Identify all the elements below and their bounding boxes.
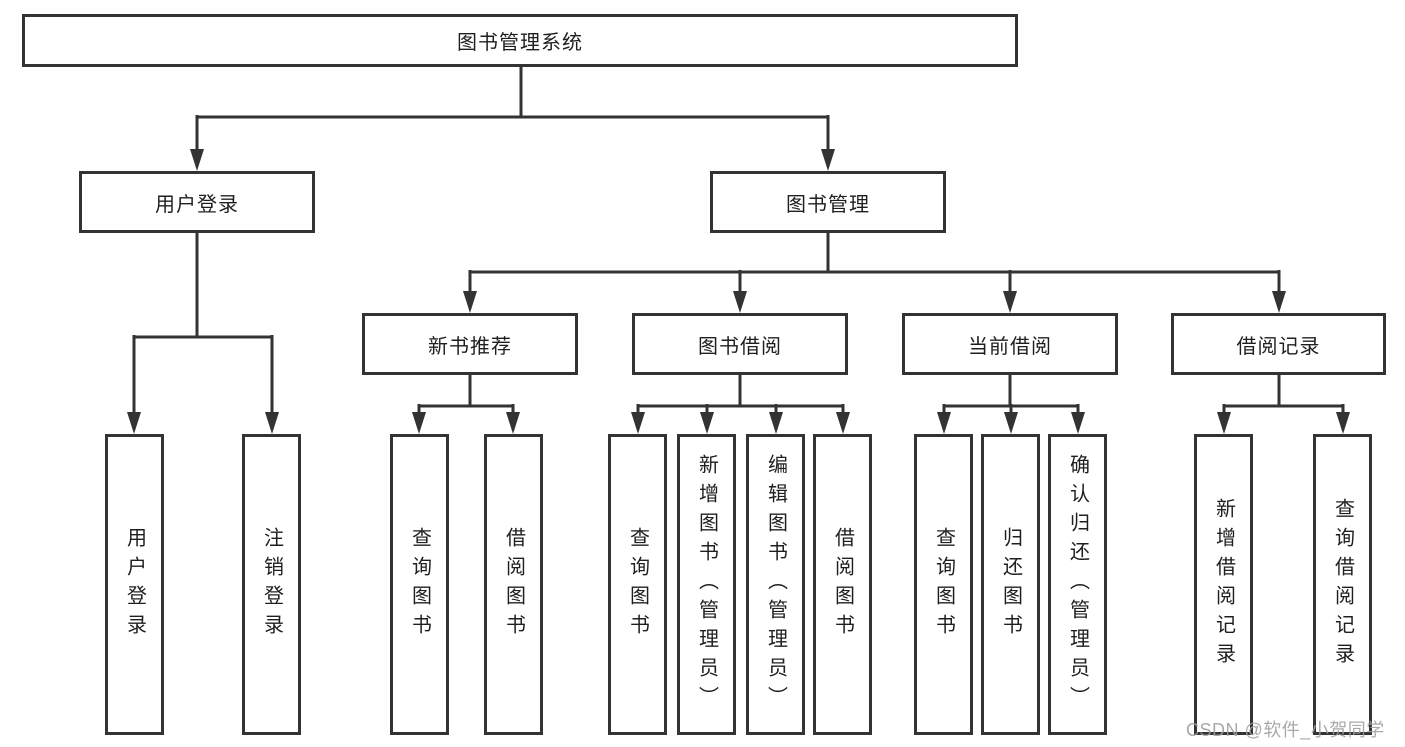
node-book-management-label: 图书管理 bbox=[786, 193, 870, 216]
node-borrow-records: 借阅记录 bbox=[1171, 313, 1386, 375]
leaf-add-borrow-record-label: 新增借阅记录 bbox=[1212, 497, 1235, 672]
leaf-logout: 注销登录 bbox=[242, 434, 301, 735]
node-book-management: 图书管理 bbox=[710, 171, 946, 233]
leaf-logout-label: 注销登录 bbox=[260, 526, 283, 643]
leaf-borrow-books-recommend: 借阅图书 bbox=[484, 434, 543, 735]
arrowheads bbox=[127, 149, 1350, 434]
leaf-confirm-return-admin-label: 确认归还（管理员） bbox=[1066, 454, 1089, 715]
leaf-query-books-current-label: 查询图书 bbox=[932, 526, 955, 643]
node-root-label: 图书管理系统 bbox=[457, 32, 583, 54]
leaf-add-books-admin-label: 新增图书（管理员） bbox=[695, 454, 718, 715]
leaf-return-books-label: 归还图书 bbox=[999, 526, 1022, 643]
leaf-edit-books-admin: 编辑图书（管理员） bbox=[746, 434, 805, 735]
node-new-book-recommend: 新书推荐 bbox=[362, 313, 578, 375]
leaf-query-books-recommend: 查询图书 bbox=[390, 434, 449, 735]
leaf-borrow-books-label: 借阅图书 bbox=[831, 526, 854, 643]
csdn-watermark: CSDN @软件_小贺同学 bbox=[1186, 720, 1385, 740]
node-current-borrow: 当前借阅 bbox=[902, 313, 1118, 375]
leaf-query-books-current: 查询图书 bbox=[914, 434, 973, 735]
leaf-user-login: 用户登录 bbox=[105, 434, 164, 735]
leaf-return-books: 归还图书 bbox=[981, 434, 1040, 735]
leaf-query-books-borrow: 查询图书 bbox=[608, 434, 667, 735]
node-user-login: 用户登录 bbox=[79, 171, 315, 233]
leaf-query-borrow-record: 查询借阅记录 bbox=[1313, 434, 1372, 735]
node-book-borrow-label: 图书借阅 bbox=[698, 335, 782, 358]
leaf-query-books-borrow-label: 查询图书 bbox=[626, 526, 649, 643]
node-current-borrow-label: 当前借阅 bbox=[968, 335, 1052, 358]
leaf-confirm-return-admin: 确认归还（管理员） bbox=[1048, 434, 1107, 735]
leaf-borrow-books: 借阅图书 bbox=[813, 434, 872, 735]
leaf-edit-books-admin-label: 编辑图书（管理员） bbox=[764, 454, 787, 715]
leaf-borrow-books-recommend-label: 借阅图书 bbox=[502, 526, 525, 643]
node-book-borrow: 图书借阅 bbox=[632, 313, 848, 375]
leaf-query-borrow-record-label: 查询借阅记录 bbox=[1331, 497, 1354, 672]
node-new-book-recommend-label: 新书推荐 bbox=[428, 335, 512, 358]
leaf-query-books-recommend-label: 查询图书 bbox=[408, 526, 431, 643]
leaf-add-borrow-record: 新增借阅记录 bbox=[1194, 434, 1253, 735]
node-user-login-label: 用户登录 bbox=[155, 193, 239, 216]
leaf-add-books-admin: 新增图书（管理员） bbox=[677, 434, 736, 735]
node-borrow-records-label: 借阅记录 bbox=[1236, 335, 1321, 358]
leaf-user-login-label: 用户登录 bbox=[123, 526, 146, 643]
node-root-system: 图书管理系统 bbox=[22, 14, 1018, 67]
